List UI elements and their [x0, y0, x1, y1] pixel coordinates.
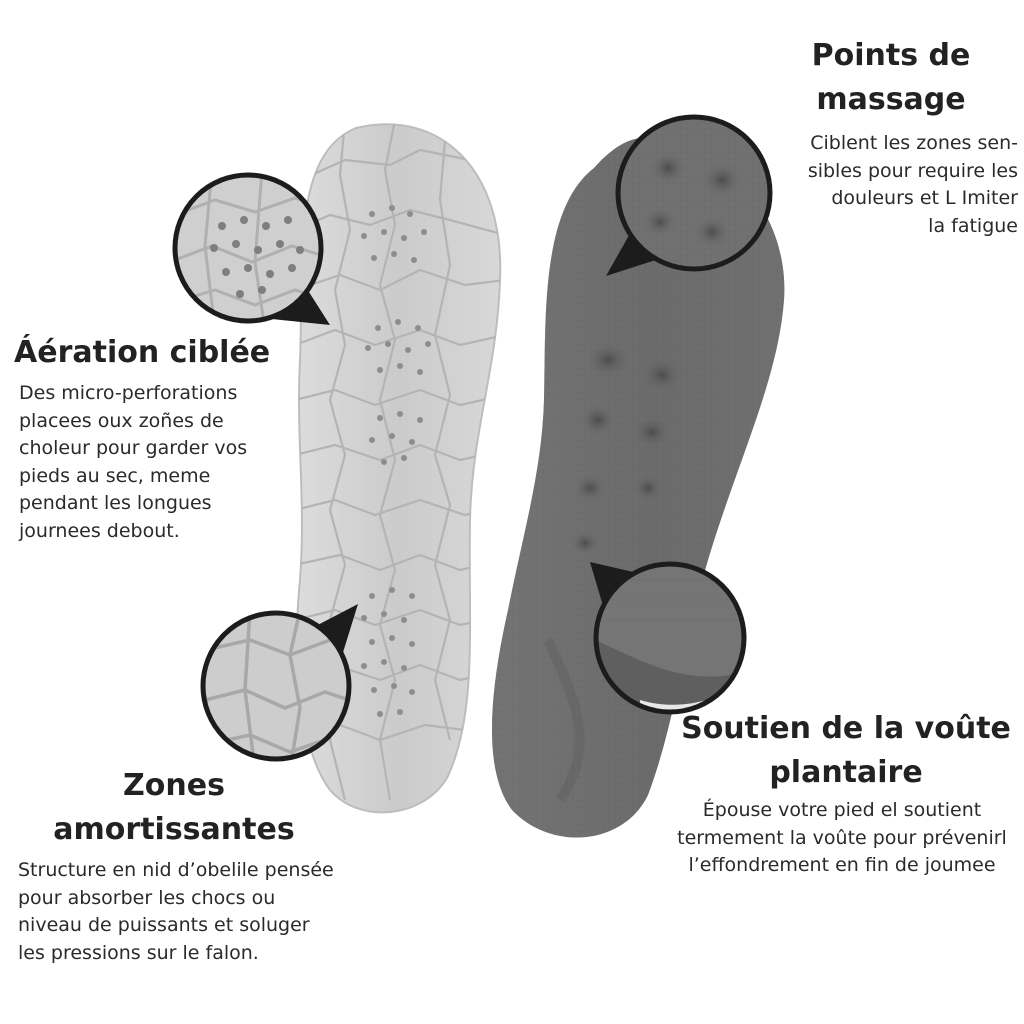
light-insole — [296, 123, 502, 814]
aeration-description-line: placees oux zoñes de — [19, 409, 224, 432]
zones-description: Structure en nid d’obelile pensée pour a… — [18, 857, 334, 967]
zones-heading-line: Zones — [123, 768, 225, 803]
points-description: Ciblent les zones sen- sibles pour requi… — [808, 130, 1018, 240]
points-heading-line: massage — [816, 82, 966, 117]
soutien-description-line: l’effondrement en fin de joumee — [688, 854, 996, 876]
perforation-dots — [361, 205, 431, 717]
aeration-description: Des micro-perforations placees oux zoñes… — [19, 380, 247, 545]
soutien-heading-line: Soutien de la voûte — [681, 711, 1011, 746]
soutien-description: Épouse votre pied el soutient termement … — [660, 797, 1024, 880]
points-description-line: la fatigue — [928, 214, 1018, 237]
points-heading: Points de massage — [760, 34, 1022, 122]
aeration-description-line: journees debout. — [19, 519, 180, 542]
soutien-description-line: Épouse votre pied el soutient — [702, 799, 982, 821]
aeration-description-line: pendant les longues — [19, 492, 212, 514]
points-description-line: Ciblent les zones sen- — [810, 132, 1018, 154]
soutien-heading-line: plantaire — [769, 755, 923, 790]
aeration-description-line: choleur pour garder vos — [19, 437, 248, 459]
zones-description-line: les pressions sur le falon. — [18, 941, 259, 964]
soutien-heading: Soutien de la voûte plantaire — [676, 707, 1016, 795]
points-heading-line: Points de — [811, 38, 971, 73]
zones-description-line: niveau de puissants et soluger — [18, 914, 310, 936]
points-description-line: sibles pour require les — [807, 159, 1018, 182]
aeration-heading: Áération ciblée — [14, 335, 271, 370]
zones-description-line: Structure en nid d’obelile pensée — [18, 859, 334, 881]
zones-description-line: pour absorber les chocs ou — [18, 886, 276, 909]
aeration-description-line: pieds au sec, meme — [19, 464, 211, 487]
zones-heading: Zones amortissantes — [14, 764, 334, 852]
perforation-zoom-callout — [172, 172, 330, 325]
arch-support-zoom-callout — [590, 561, 747, 715]
massage-bumps-zoom-callout — [606, 114, 773, 276]
cushion-zoom-callout — [200, 604, 358, 762]
aeration-description-line: Des micro-perforations — [19, 382, 238, 404]
soutien-description-line: termement la voûte pour prévenirl — [677, 826, 1007, 849]
zones-heading-line: amortissantes — [53, 812, 295, 847]
points-description-line: douleurs et L Imiter — [831, 187, 1018, 209]
